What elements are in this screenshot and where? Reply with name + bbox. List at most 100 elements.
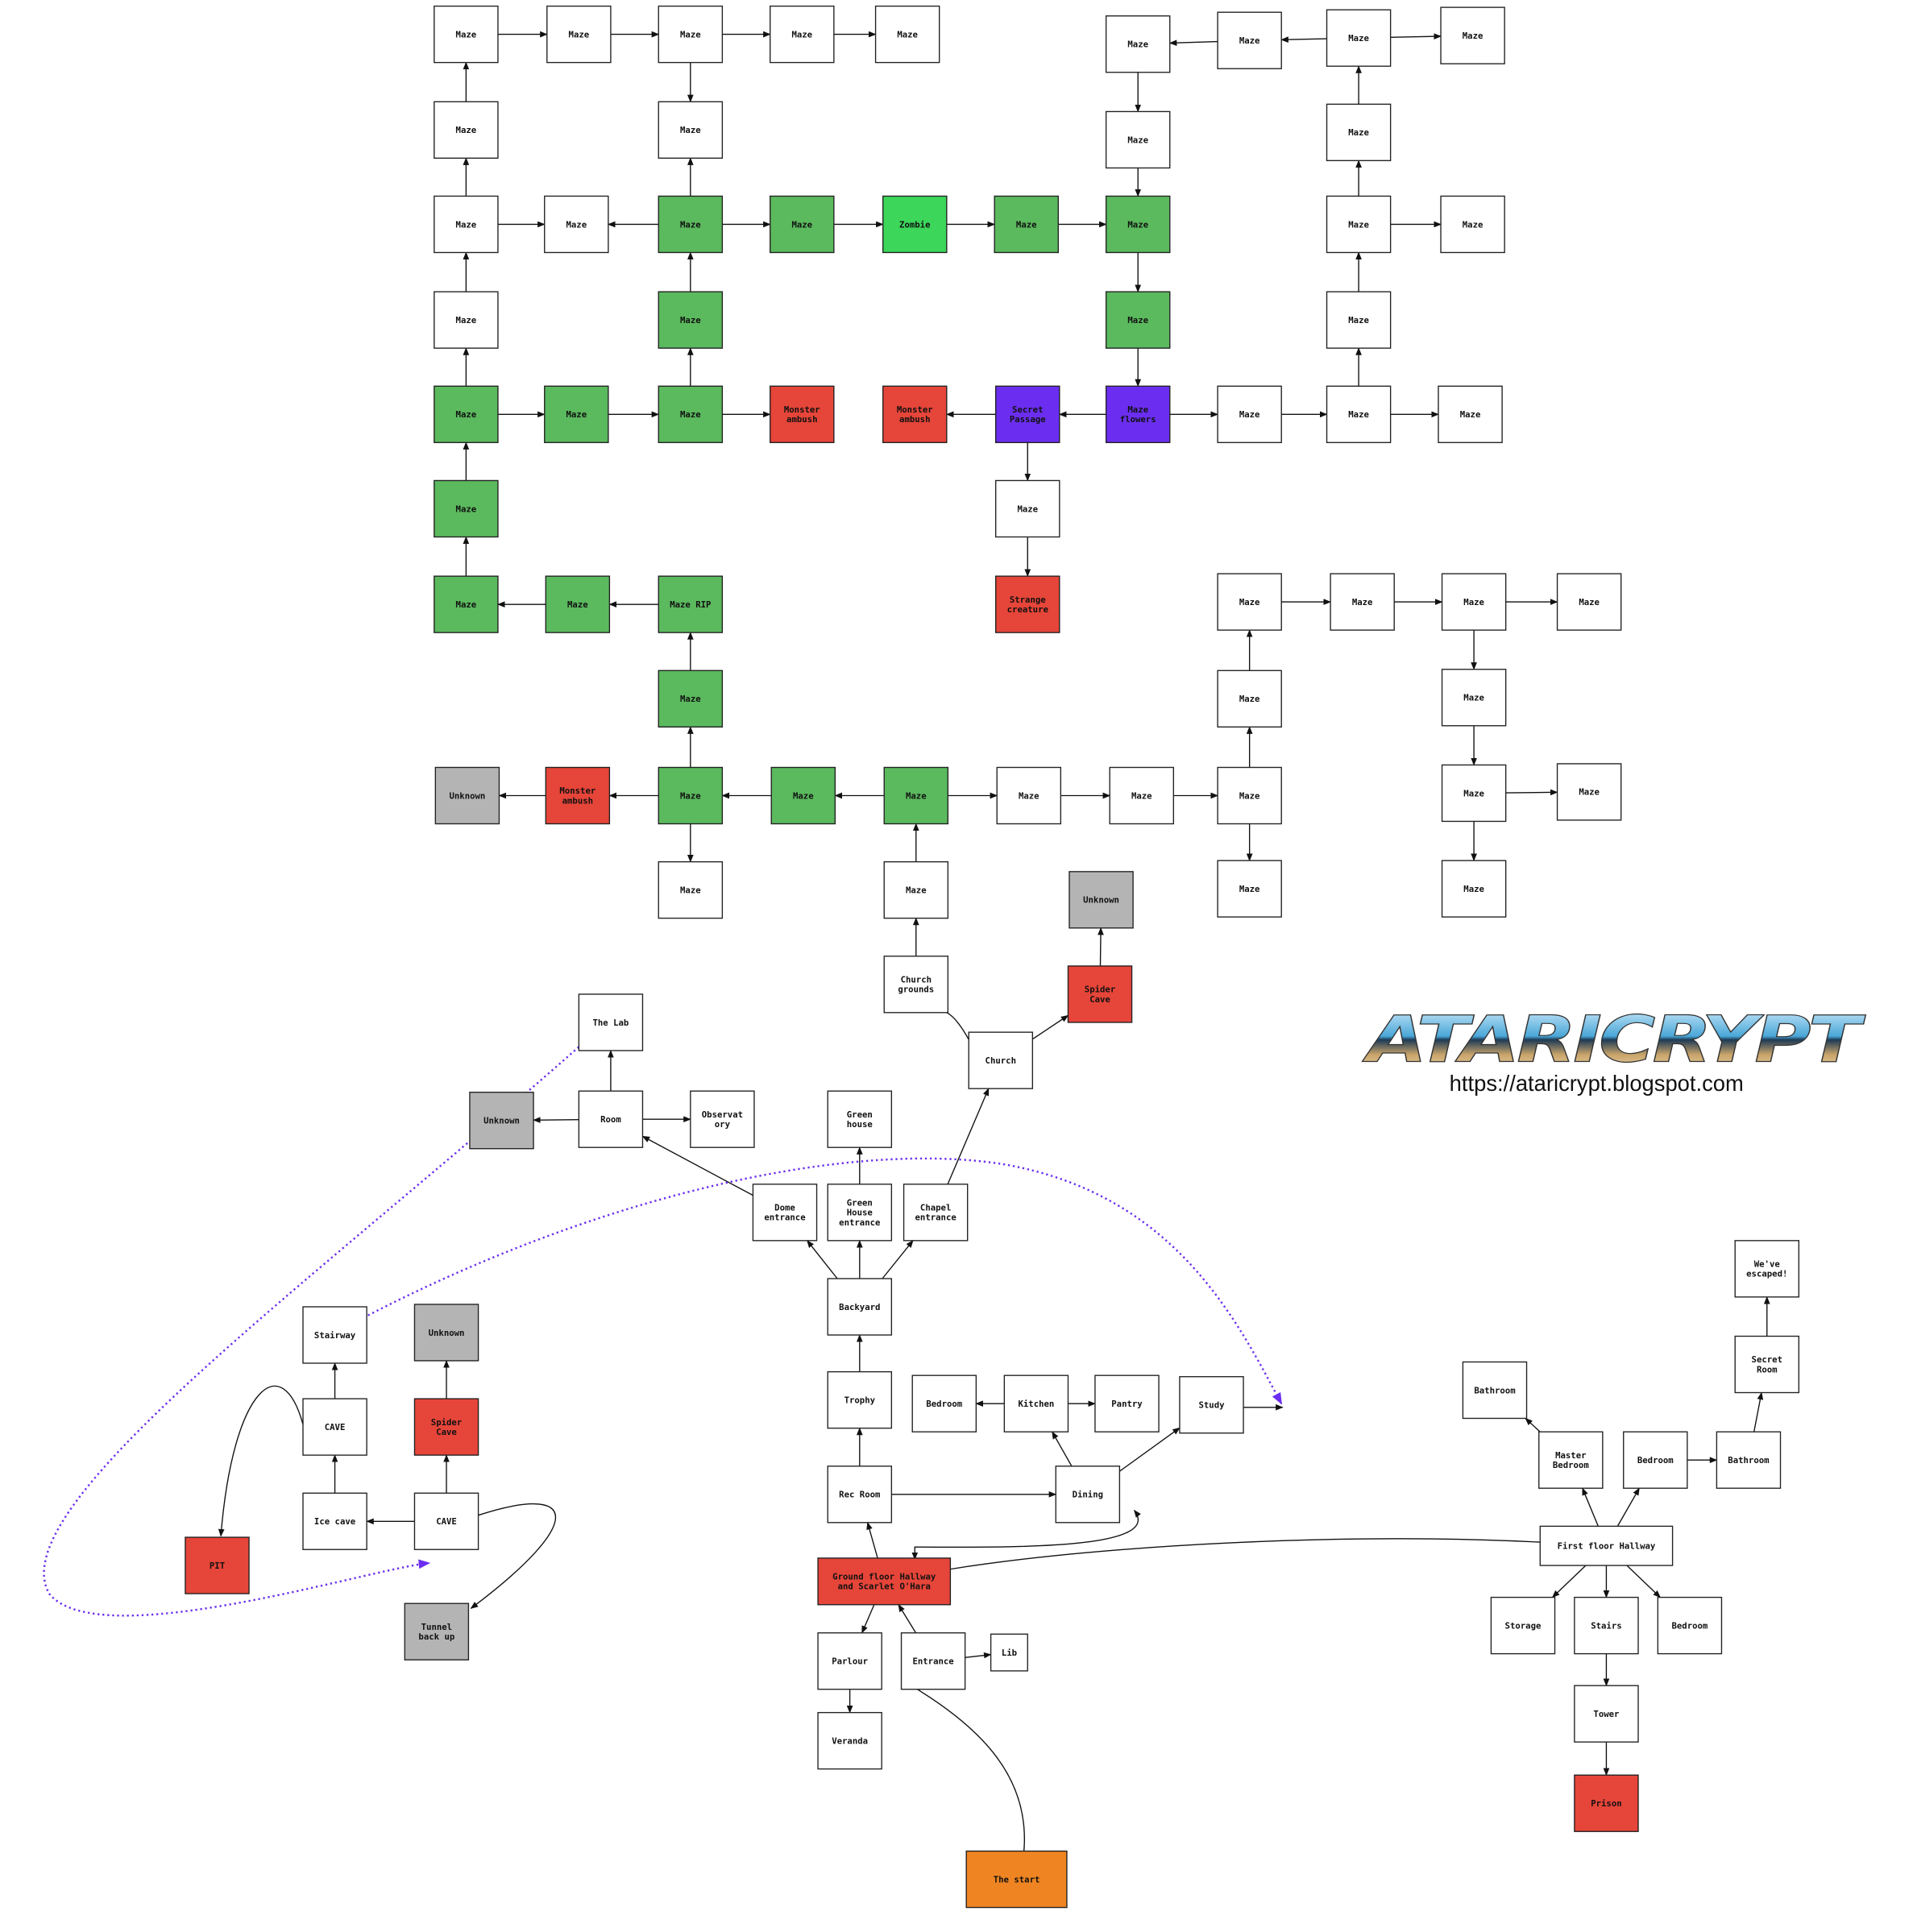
node-box (1055, 1466, 1121, 1524)
room-node-maze: Maze (770, 195, 835, 254)
room-node-maze: Maze (1217, 860, 1282, 918)
node-label: Maze (791, 219, 812, 230)
room-node-church: Church (968, 1031, 1034, 1089)
connector-bath2-to-secretroom (1753, 1391, 1764, 1432)
node-label: Ground floor Hallway (832, 1572, 936, 1582)
room-node-trophy: Trophy (827, 1370, 893, 1429)
node-label: Maze (1579, 787, 1600, 798)
node-box (1574, 1685, 1639, 1743)
room-node-first-floor-hallway: First floor Hallway (1539, 1525, 1674, 1566)
node-box (1734, 1240, 1800, 1298)
room-node-unknown: Unknown (1069, 871, 1134, 929)
node-box (994, 195, 1059, 254)
node-box (827, 1090, 893, 1148)
node-box (578, 993, 644, 1051)
node-label: Maze (456, 409, 477, 420)
node-label: Maze (566, 409, 587, 420)
room-node-maze: Maze (1217, 385, 1282, 443)
node-box (185, 1536, 250, 1594)
node-label: escaped! (1746, 1269, 1787, 1279)
room-node-maze: Maze (1105, 291, 1171, 349)
node-box (1109, 766, 1175, 825)
node-label: Maze (1019, 790, 1039, 801)
node-label: Spider (1085, 985, 1115, 995)
room-node-unknown: Unknown (469, 1092, 534, 1150)
node-box (302, 1492, 367, 1550)
node-box (1574, 1774, 1639, 1832)
node-box (1657, 1596, 1723, 1655)
room-node-maze: Maze (1441, 860, 1507, 918)
node-label: Church (986, 1055, 1016, 1066)
room-node-stairs: Stairs (1574, 1596, 1639, 1655)
room-node-ice-cave: Ice cave (302, 1492, 367, 1550)
node-box (690, 1090, 755, 1148)
node-box (770, 195, 835, 254)
node-label: Maze (680, 694, 701, 704)
node-label: Bedroom (1671, 1620, 1708, 1631)
node-box (990, 1633, 1028, 1672)
node-box (658, 860, 724, 919)
node-box (658, 670, 724, 728)
room-node-maze: Maze (658, 385, 724, 443)
node-box (1105, 110, 1171, 169)
room-node-maze: Maze (1217, 573, 1282, 631)
room-node-maze: Maze (1326, 385, 1392, 443)
node-label: Chapel (920, 1203, 951, 1213)
node-label: Maze (566, 219, 587, 230)
node-box (827, 1184, 893, 1242)
connector-room-to-unk3 (533, 1117, 579, 1124)
room-node-bathroom: Bathroom (1716, 1431, 1782, 1489)
room-node-study: Study (1179, 1376, 1244, 1434)
room-node-maze: Maze (1556, 573, 1622, 631)
connector-master-to-bath1 (1525, 1417, 1541, 1432)
node-box (434, 575, 499, 633)
node-label: Tunnel (421, 1622, 452, 1632)
node-box (995, 385, 1060, 443)
room-node-maze: Maze (1441, 669, 1507, 727)
node-label: Maze (793, 790, 814, 801)
node-label: Zombie (899, 219, 930, 230)
node-label: and Scarlet O'Hara (838, 1582, 931, 1592)
node-label: Tower (1593, 1709, 1619, 1719)
node-label: Ice cave (314, 1516, 355, 1527)
node-box (544, 195, 609, 254)
node-box (995, 575, 1060, 633)
room-node-maze: Maze (1330, 573, 1395, 631)
room-node-the-lab: The Lab (578, 993, 644, 1051)
hallway-to-first-floor-connector (950, 1538, 1541, 1570)
room-node-maze: Maze (434, 101, 499, 159)
room-node-maze: Maze (544, 195, 609, 254)
node-box (413, 1398, 479, 1456)
node-label: Monster (784, 404, 820, 415)
room-node-maze: Maze (546, 5, 612, 64)
node-label: The Lab (592, 1018, 629, 1028)
node-label: flowers (1120, 414, 1156, 425)
node-box (546, 5, 612, 64)
room-node-bedroom: Bedroom (911, 1374, 977, 1432)
node-label: Strange (1010, 595, 1046, 605)
room-node-maze: Maze (1105, 110, 1171, 169)
ataricrypt-logo: ATARICRYPT https://ataricrypt.blogspot.c… (1361, 1002, 1869, 1096)
node-label: Dome (774, 1203, 795, 1213)
logo-wordmark: ATARICRYPT (1361, 1003, 1866, 1077)
node-label: Maze (1463, 884, 1484, 894)
node-label: CAVE (436, 1516, 457, 1527)
node-label: Maze (1239, 409, 1260, 420)
blog-url[interactable]: https://ataricrypt.blogspot.com (1450, 1071, 1744, 1096)
node-label: Bathroom (1728, 1455, 1769, 1466)
node-label: ambush (786, 414, 817, 425)
node-box (1538, 1431, 1604, 1489)
node-box (882, 385, 948, 443)
node-box (1440, 195, 1505, 254)
node-label: We've (1754, 1259, 1780, 1270)
node-label: Maze (1348, 315, 1369, 325)
node-label: CAVE (325, 1422, 346, 1432)
